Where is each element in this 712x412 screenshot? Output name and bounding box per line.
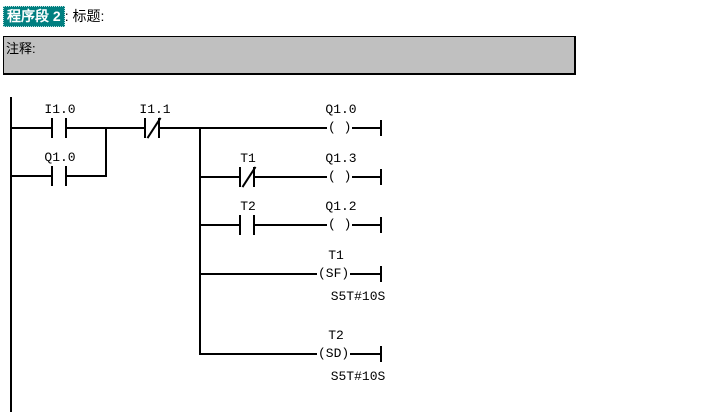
operand-label-coil-q1-3[interactable]: Q1.3 [325,151,357,166]
nc-contact-symbol-t1[interactable] [239,166,257,188]
operand-label-timer-t1[interactable]: T1 [328,248,344,263]
network-number-badge[interactable]: 程序段 2 [3,6,65,27]
sd-timer-coil-symbol[interactable]: (SD) [317,346,351,361]
no-contact-symbol-i1-0[interactable] [51,118,67,138]
wire-rung4 [200,273,382,275]
nc-contact-symbol-i1-1[interactable] [144,117,162,139]
operand-label-contact-t2[interactable]: T2 [240,199,256,214]
sf-timer-coil-symbol[interactable]: (SF) [317,266,351,281]
nc-slash-icon [146,117,162,139]
operand-label-coil-q1-2[interactable]: Q1.2 [325,199,357,214]
wire-junction-parallel [105,127,107,177]
wire-rung2 [200,176,382,178]
rung-end-tick [380,169,382,185]
nc-slash-icon [241,166,257,188]
wire-branch-vertical [199,127,201,355]
operand-label-timer-t2[interactable]: T2 [328,328,344,343]
network-header: 程序段 2: 标题: [3,6,105,27]
network-comment-box[interactable]: 注释: [3,36,576,75]
wire-rung5 [200,353,382,355]
coil-symbol-q1-2[interactable]: ( ) [327,217,353,232]
comment-label: 注释: [6,41,36,56]
operand-label-contact-t1[interactable]: T1 [240,151,256,166]
operand-label-i1-1[interactable]: I1.1 [139,102,171,117]
power-rail [10,97,12,412]
wire-rung1 [11,127,382,129]
coil-symbol-q1-3[interactable]: ( ) [327,169,353,184]
rung-end-tick [380,266,382,282]
rung-end-tick [380,120,382,136]
rung-end-tick [380,346,382,362]
operand-label-coil-q1-0[interactable]: Q1.0 [325,102,357,117]
timer-preset-sf[interactable]: S5T#10S [330,289,386,304]
wire-rung3 [200,224,382,226]
timer-preset-sd[interactable]: S5T#10S [330,369,386,384]
operand-label-i1-0[interactable]: I1.0 [44,102,76,117]
network-title[interactable]: : 标题: [64,8,105,24]
no-contact-symbol-t2[interactable] [239,215,255,235]
coil-symbol-q1-0[interactable]: ( ) [327,120,353,135]
operand-label-contact-q1-0[interactable]: Q1.0 [44,150,76,165]
rung-end-tick [380,217,382,233]
no-contact-symbol-q1-0[interactable] [51,166,67,186]
